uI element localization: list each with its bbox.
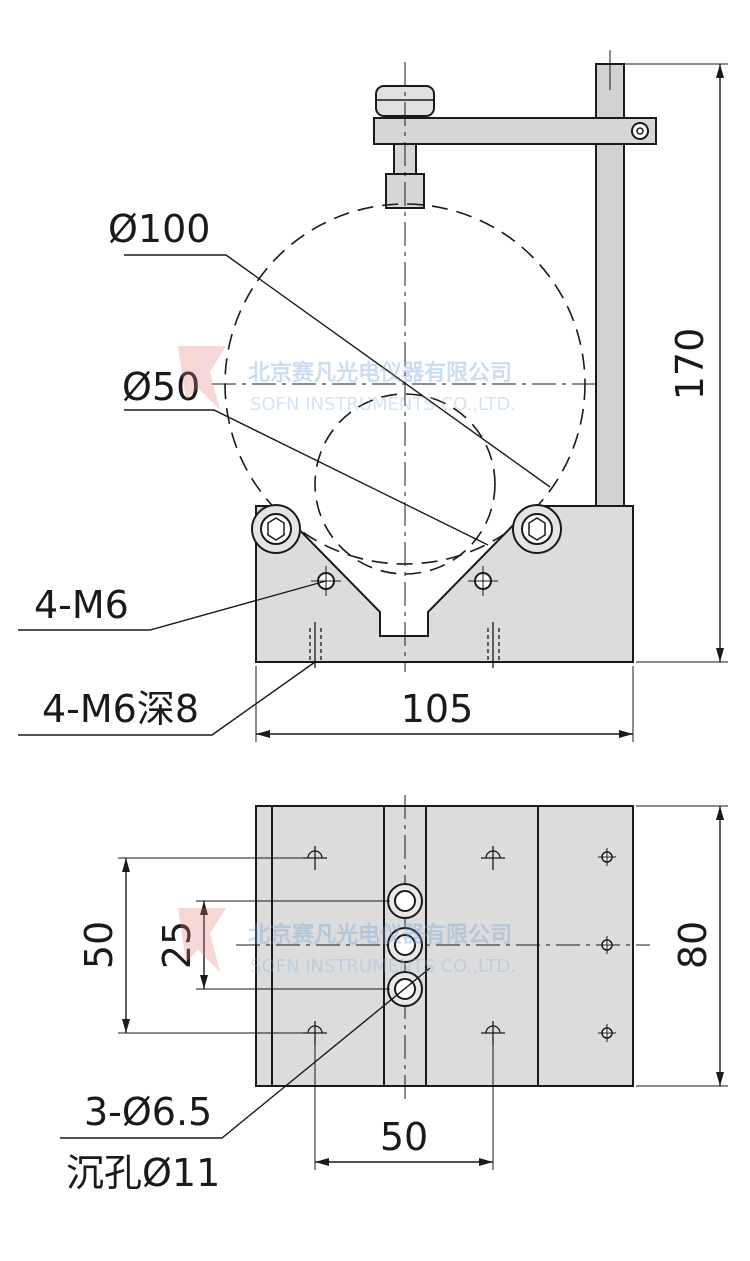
counterbore-hole-mid-icon (387, 927, 423, 963)
dim-spacing-25: 25 (155, 921, 199, 969)
dim-height-170: 170 (668, 328, 712, 401)
watermark-bottom: 北京赛凡光电仪器有限公司 SOFN INSTRUMENTS CO.,LTD. (178, 908, 516, 977)
front-view: Ø100 Ø50 4-M6 4-M6深8 105 170 (18, 50, 728, 742)
small-hole-top-icon (598, 848, 616, 866)
small-hole-bot-icon (598, 1024, 616, 1042)
optic-outline-small (314, 393, 496, 575)
watermark-logo-icon (178, 346, 226, 410)
m6-hole-right-icon (468, 566, 498, 596)
label-4-m6-depth: 4-M6深8 (42, 687, 199, 731)
tapped-hole-br-icon (481, 1021, 505, 1045)
dim-dia-50: Ø50 (122, 365, 200, 409)
hex-screw-right-icon (512, 504, 562, 554)
watermark-company-en: SOFN INSTRUMENTS CO.,LTD. (250, 394, 516, 415)
dim-hole-spacing-50-v: 50 (77, 921, 121, 969)
watermark-logo-icon (178, 908, 226, 972)
arm-screw-icon (631, 122, 649, 140)
dim-width-105: 105 (401, 687, 474, 731)
dim-dia-100: Ø100 (108, 207, 210, 251)
v-block-base (255, 505, 634, 663)
tapped-hole-left-icon (309, 622, 322, 668)
label-counterbore-dia: 沉孔Ø11 (66, 1151, 220, 1195)
label-4-m6: 4-M6 (34, 583, 129, 627)
label-counterbore-qty: 3-Ø6.5 (84, 1090, 212, 1134)
watermark-front: 北京赛凡光电仪器有限公司 SOFN INSTRUMENTS CO.,LTD. (178, 346, 516, 415)
tapped-hole-right-icon (487, 622, 500, 668)
dim-width-80: 80 (671, 921, 715, 969)
watermark-company-cn: 北京赛凡光电仪器有限公司 (248, 360, 512, 386)
clamp-arm (373, 117, 657, 145)
watermark-company-cn: 北京赛凡光电仪器有限公司 (248, 922, 512, 948)
small-hole-mid-icon (598, 936, 616, 954)
dim-hole-spacing-50-h: 50 (380, 1115, 428, 1159)
tapped-hole-tr-icon (481, 846, 505, 870)
bottom-view: 50 25 80 50 3-Ø6.5 沉孔Ø11 (60, 795, 728, 1195)
counterbore-hole-top-icon (387, 883, 423, 919)
watermark-company-en: SOFN INSTRUMENTS CO.,LTD. (250, 956, 516, 977)
hex-screw-left-icon (251, 504, 301, 554)
